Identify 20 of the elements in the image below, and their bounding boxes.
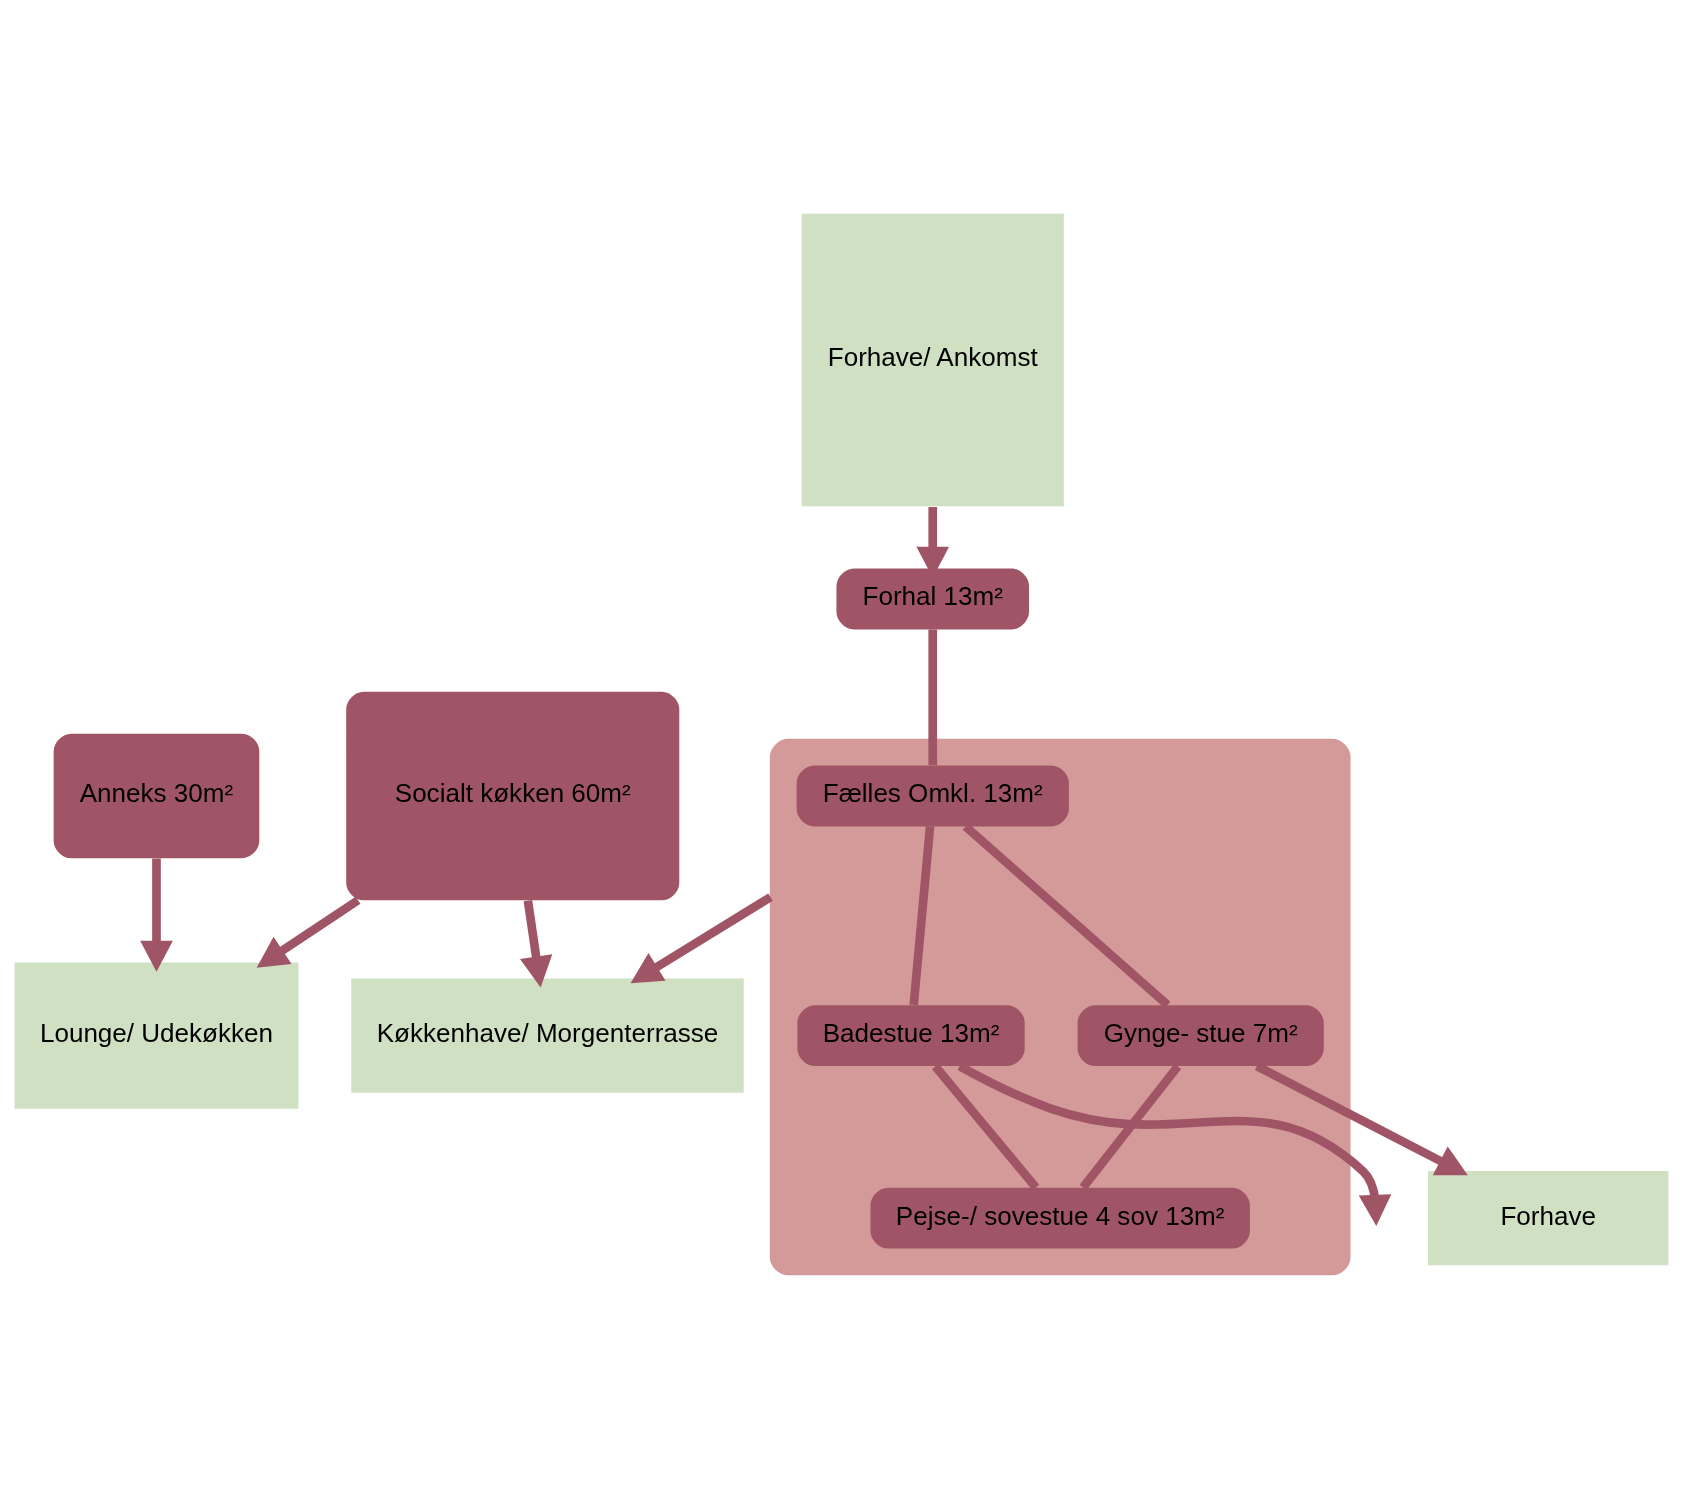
node-box: Forhave xyxy=(1428,1170,1669,1265)
connector xyxy=(909,825,935,1005)
node-box: Køkkenhave/ Morgenterrasse xyxy=(351,977,744,1093)
node-box: Pejse-/ sovestue 4 sov 13m² xyxy=(870,1187,1250,1249)
node-box: Socialt køkken 60m² xyxy=(346,691,680,900)
node-box: Lounge/ Udekøkken xyxy=(14,962,299,1109)
arrow xyxy=(520,899,553,987)
connector xyxy=(928,629,938,765)
connector xyxy=(1079,1063,1182,1190)
connector xyxy=(931,1063,1040,1190)
node-box: Badestue 13m² xyxy=(797,1004,1025,1066)
cluster xyxy=(769,738,1351,1275)
node-box: Forhal 13m² xyxy=(836,568,1030,629)
arrow xyxy=(140,857,173,972)
node-box: Fælles Omkl. 13m² xyxy=(796,765,1069,826)
node-box: Forhave/ Ankomst xyxy=(801,213,1064,506)
node-box: Anneks 30m² xyxy=(53,733,260,858)
node-box: Gynge- stue 7m² xyxy=(1077,1004,1324,1066)
arrow xyxy=(256,896,361,968)
arrow xyxy=(630,892,773,983)
